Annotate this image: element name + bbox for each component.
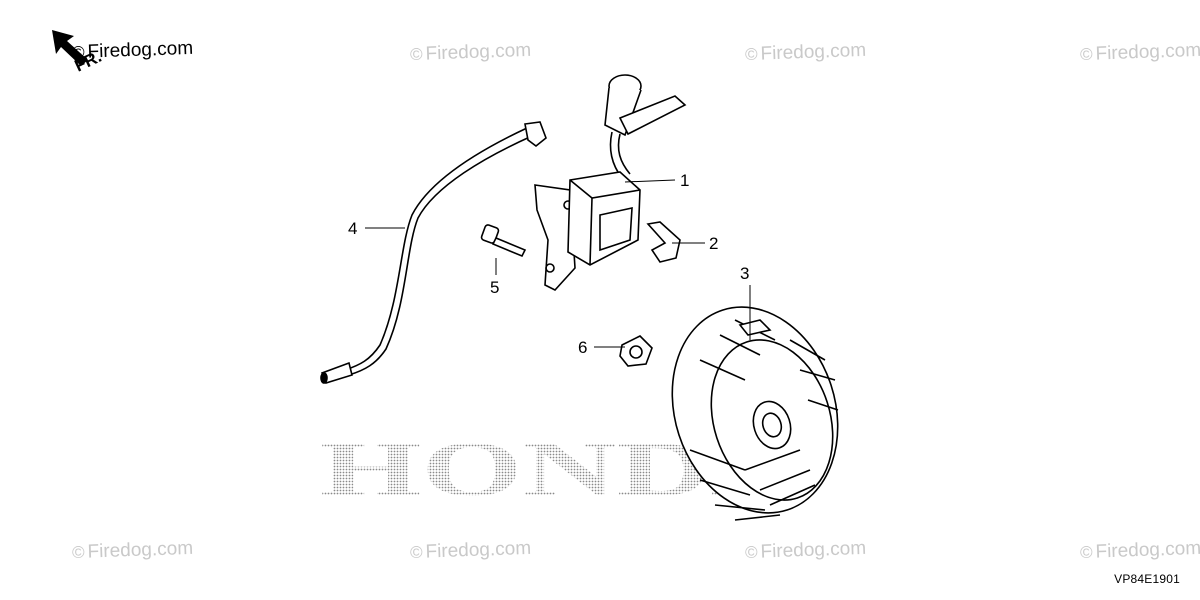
ignition-coil [534, 74, 687, 291]
callout-4: 4 [348, 219, 358, 238]
callout-6: 6 [578, 338, 588, 357]
callout-5: 5 [490, 278, 500, 297]
callout-2: 2 [709, 234, 719, 253]
stop-wire [320, 121, 547, 384]
flywheel [671, 306, 839, 521]
leader-lines [365, 179, 751, 348]
coil-bolt [480, 224, 527, 258]
arrow-up-left-icon: FR. [52, 30, 105, 76]
direction-mark: FR. [48, 22, 128, 82]
flywheel-nut [619, 335, 653, 367]
callout-1: 1 [680, 171, 690, 190]
stop-switch-clip [646, 221, 681, 263]
diagram-code: VP84E1901 [1114, 572, 1180, 586]
callout-3: 3 [740, 264, 750, 283]
watermark-dark: ©Firedog.com [71, 37, 194, 63]
